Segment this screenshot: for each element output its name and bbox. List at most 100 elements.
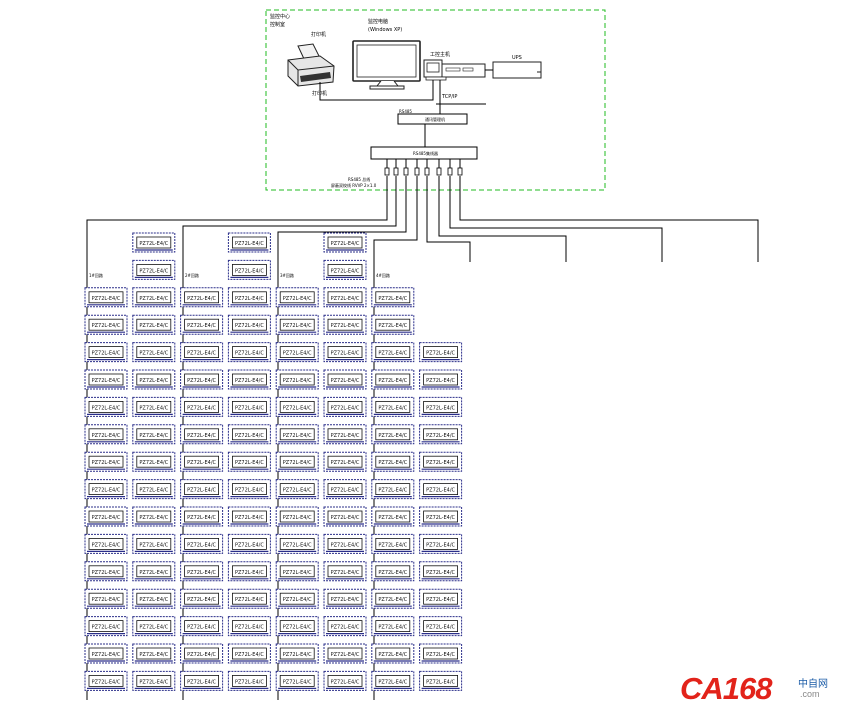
meter-module: PZ72L-E4/C — [227, 506, 271, 527]
meter-module: PZ72L-E4/C — [275, 588, 319, 609]
meter-module: PZ72L-E4/C — [419, 342, 463, 363]
meter-module: PZ72L-E4/C — [84, 342, 128, 363]
meter-module: PZ72L-E4/C — [275, 643, 319, 664]
hub-port — [393, 159, 399, 176]
meter-module: PZ72L-E4/C — [419, 479, 463, 500]
hub-label: RS485集线器 — [413, 150, 438, 156]
meter-label: PZ72L-E4/C — [426, 433, 455, 439]
meter-module: PZ72L-E4/C — [371, 424, 415, 445]
bus-label-1: RS485 总线 — [348, 176, 370, 182]
meter-label: PZ72L-E4/C — [283, 378, 312, 384]
meter-module: PZ72L-E4/C — [84, 369, 128, 390]
meter-label: PZ72L-E4/C — [92, 570, 121, 576]
meter-module: PZ72L-E4/C — [132, 533, 176, 554]
meter-module: PZ72L-E4/C — [275, 424, 319, 445]
meter-label: PZ72L-E4/C — [92, 679, 121, 685]
meter-label: PZ72L-E4/C — [426, 625, 455, 631]
meter-label: PZ72L-E4/C — [426, 405, 455, 411]
meter-module: PZ72L-E4/C — [227, 342, 271, 363]
meter-module: PZ72L-E4/C — [132, 424, 176, 445]
meter-label: PZ72L-E4/C — [139, 268, 168, 274]
meter-module: PZ72L-E4/C — [132, 643, 176, 664]
meter-label: PZ72L-E4/C — [139, 515, 168, 521]
meter-label: PZ72L-E4/C — [92, 323, 121, 329]
meter-label: PZ72L-E4/C — [92, 296, 121, 302]
meter-module: PZ72L-E4/C — [323, 424, 367, 445]
meter-label: PZ72L-E4/C — [235, 405, 264, 411]
meter-label: PZ72L-E4/C — [426, 460, 455, 466]
converter-box — [397, 113, 468, 125]
meter-label: PZ72L-E4/C — [139, 597, 168, 603]
meter-label: PZ72L-E4/C — [283, 679, 312, 685]
meter-label: PZ72L-E4/C — [378, 323, 407, 329]
meter-label: PZ72L-E4/C — [139, 405, 168, 411]
meter-module: PZ72L-E4/C — [84, 396, 128, 417]
meter-label: PZ72L-E4/C — [426, 597, 455, 603]
meter-module: PZ72L-E4/C — [227, 561, 271, 582]
meter-label: PZ72L-E4/C — [187, 542, 216, 548]
meter-module: PZ72L-E4/C — [132, 670, 176, 691]
meter-label: PZ72L-E4/C — [235, 542, 264, 548]
meter-module: PZ72L-E4/C — [323, 287, 367, 308]
meter-label: PZ72L-E4/C — [139, 460, 168, 466]
meter-module: PZ72L-E4/C — [180, 533, 224, 554]
meter-module: PZ72L-E4/C — [371, 451, 415, 472]
meter-label: PZ72L-E4/C — [378, 597, 407, 603]
meter-module: PZ72L-E4/C — [84, 533, 128, 554]
meter-label: PZ72L-E4/C — [235, 351, 264, 357]
meter-module: PZ72L-E4/C — [371, 616, 415, 637]
meter-module: PZ72L-E4/C — [323, 670, 367, 691]
meter-label: PZ72L-E4/C — [235, 433, 264, 439]
meter-module: PZ72L-E4/C — [84, 643, 128, 664]
meter-label: PZ72L-E4/C — [187, 597, 216, 603]
meter-module: PZ72L-E4/C — [132, 314, 176, 335]
meter-module: PZ72L-E4/C — [84, 451, 128, 472]
hub-port — [403, 159, 409, 176]
meter-module: PZ72L-E4/C — [132, 588, 176, 609]
meter-label: PZ72L-E4/C — [331, 378, 360, 384]
meter-label: PZ72L-E4/C — [187, 296, 216, 302]
station-frame — [265, 9, 606, 191]
meter-module: PZ72L-E4/C — [227, 479, 271, 500]
meter-label: PZ72L-E4/C — [331, 597, 360, 603]
meter-module: PZ72L-E4/C — [132, 259, 176, 280]
meter-label: PZ72L-E4/C — [331, 460, 360, 466]
meter-label: PZ72L-E4/C — [235, 625, 264, 631]
meter-label: PZ72L-E4/C — [378, 515, 407, 521]
meter-label: PZ72L-E4/C — [92, 542, 121, 548]
meter-module: PZ72L-E4/C — [227, 533, 271, 554]
meter-module: PZ72L-E4/C — [275, 616, 319, 637]
meter-label: PZ72L-E4/C — [139, 433, 168, 439]
meter-label: PZ72L-E4/C — [378, 542, 407, 548]
bus-label-c: 3#回路 — [280, 272, 294, 278]
meter-label: PZ72L-E4/C — [283, 652, 312, 658]
meter-module: PZ72L-E4/C — [419, 533, 463, 554]
meter-label: PZ72L-E4/C — [92, 625, 121, 631]
meter-module: PZ72L-E4/C — [371, 506, 415, 527]
meter-label: PZ72L-E4/C — [283, 296, 312, 302]
meter-module: PZ72L-E4/C — [84, 287, 128, 308]
meter-module: PZ72L-E4/C — [84, 314, 128, 335]
meter-module: PZ72L-E4/C — [227, 314, 271, 335]
hub-port — [447, 159, 453, 176]
hub-port — [436, 159, 442, 176]
meter-module: PZ72L-E4/C — [419, 369, 463, 390]
printer-icon — [287, 43, 335, 87]
meter-label: PZ72L-E4/C — [378, 570, 407, 576]
meter-label: PZ72L-E4/C — [331, 488, 360, 494]
meter-module: PZ72L-E4/C — [323, 451, 367, 472]
meter-label: PZ72L-E4/C — [283, 488, 312, 494]
meter-label: PZ72L-E4/C — [426, 515, 455, 521]
host-computer-icon — [423, 59, 486, 81]
meter-label: PZ72L-E4/C — [235, 515, 264, 521]
meter-label: PZ72L-E4/C — [331, 268, 360, 274]
meter-label: PZ72L-E4/C — [187, 625, 216, 631]
meter-label: PZ72L-E4/C — [139, 241, 168, 247]
meter-module: PZ72L-E4/C — [323, 259, 367, 280]
meter-module: PZ72L-E4/C — [323, 369, 367, 390]
meter-label: PZ72L-E4/C — [235, 570, 264, 576]
meter-module: PZ72L-E4/C — [419, 561, 463, 582]
meter-label: PZ72L-E4/C — [331, 296, 360, 302]
meter-module: PZ72L-E4/C — [132, 506, 176, 527]
